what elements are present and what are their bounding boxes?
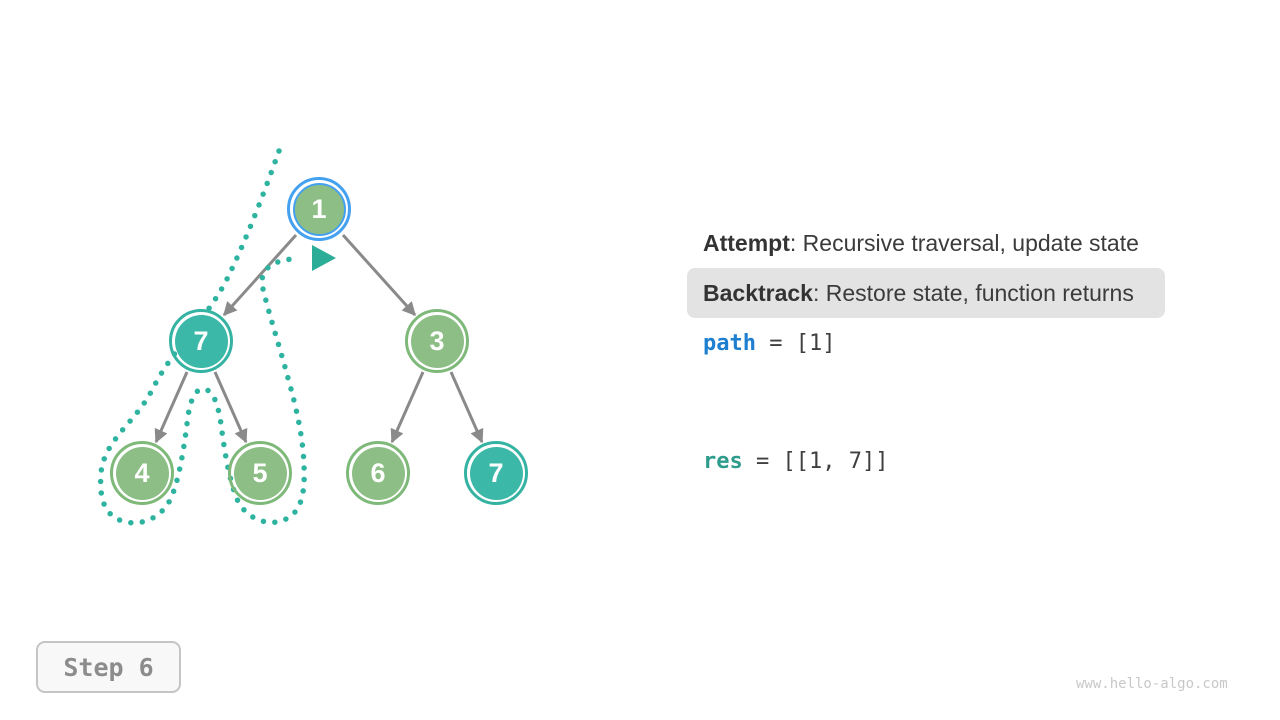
attempt-text: : Recursive traversal, update state	[789, 230, 1139, 256]
tree-edges	[154, 233, 484, 444]
traversal-dotted-path	[97, 148, 307, 526]
tree-node-3: 3	[405, 309, 469, 373]
tree-node-label: 6	[351, 446, 405, 500]
step-indicator: Step 6	[36, 641, 181, 693]
attempt-label: Attempt	[703, 230, 790, 256]
tree-node-label: 4	[115, 446, 169, 500]
attempt-caption: Attempt: Recursive traversal, update sta…	[703, 230, 1139, 257]
backtrack-text: : Restore state, function returns	[812, 279, 1134, 306]
path-variable-name: path	[703, 331, 756, 356]
backtrack-label: Backtrack	[703, 279, 813, 306]
res-variable-name: res	[703, 449, 743, 474]
watermark-url: www.hello-algo.com	[1076, 676, 1228, 692]
backtrack-caption-highlight: Backtrack: Restore state, function retur…	[687, 268, 1165, 318]
step-indicator-label: Step 6	[63, 652, 154, 682]
tree-node-label: 7	[469, 446, 523, 500]
tree-node-label: 7	[174, 314, 228, 368]
res-variable-line: res = [[1, 7]]	[703, 449, 888, 474]
tree-node-label: 3	[410, 314, 464, 368]
tree-node-7-right: 7	[464, 441, 528, 505]
tree-node-label: 1	[292, 182, 346, 236]
tree-node-1-root: 1	[287, 177, 351, 241]
tree-node-7-left: 7	[169, 309, 233, 373]
res-variable-value: = [[1, 7]]	[742, 449, 889, 474]
traversal-arrowhead-icon	[312, 245, 336, 271]
path-variable-value: = [1]	[755, 331, 836, 356]
tree-node-4: 4	[110, 441, 174, 505]
tree-node-6: 6	[346, 441, 410, 505]
path-variable-line: path = [1]	[703, 331, 835, 356]
tree-node-label: 5	[233, 446, 287, 500]
tree-node-5: 5	[228, 441, 292, 505]
